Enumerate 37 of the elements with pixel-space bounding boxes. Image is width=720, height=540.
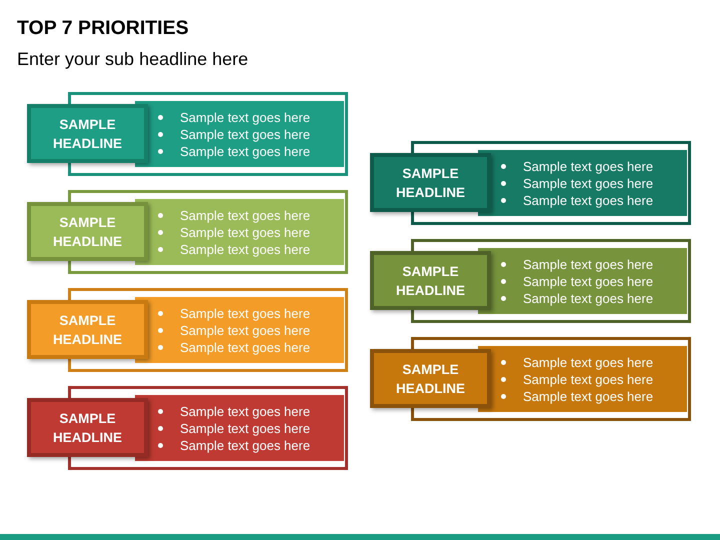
content-band — [478, 150, 687, 216]
bullet-text: Sample text goes here — [180, 206, 310, 224]
bullet-text: Sample text goes here — [180, 108, 310, 126]
headline-box: SAMPLE HEADLINE — [370, 349, 491, 408]
bullet-text: Sample text goes here — [180, 304, 310, 322]
bullet-text: Sample text goes here — [180, 142, 310, 160]
content-band — [135, 199, 344, 265]
bullet-text: Sample text goes here — [180, 126, 310, 142]
bullet-text: Sample text goes here — [180, 338, 310, 356]
bullet-text: Sample text goes here — [523, 192, 654, 208]
bullet-text: Sample text goes here — [523, 354, 654, 370]
content-band — [478, 346, 687, 412]
headline-box: SAMPLE HEADLINE — [27, 300, 148, 359]
headline-box: SAMPLE HEADLINE — [370, 153, 491, 212]
bullet-text: Sample text goes here — [523, 388, 654, 404]
bullet-text: Sample text goes here — [180, 436, 310, 454]
headline-box: SAMPLE HEADLINE — [27, 104, 148, 163]
content-band — [135, 395, 344, 461]
bullet-text: Sample text goes here — [523, 370, 654, 388]
content-band — [135, 101, 344, 167]
content-band — [478, 248, 687, 314]
headline-box: SAMPLE HEADLINE — [27, 398, 148, 457]
bullet-text: Sample text goes here — [180, 224, 310, 240]
headline-box: SAMPLE HEADLINE — [370, 251, 491, 310]
bullet-text: Sample text goes here — [180, 322, 310, 338]
subtitle: Enter your sub headline here — [17, 48, 248, 70]
headline-box: SAMPLE HEADLINE — [27, 202, 148, 261]
content-band — [135, 297, 344, 363]
bullet-text: Sample text goes here — [523, 290, 654, 306]
bullet-text: Sample text goes here — [523, 272, 654, 290]
bullet-text: Sample text goes here — [180, 420, 310, 436]
title: TOP 7 PRIORITIES — [17, 16, 189, 40]
bullet-text: Sample text goes here — [523, 256, 654, 272]
bullet-text: Sample text goes here — [180, 402, 310, 420]
bullet-text: Sample text goes here — [523, 174, 654, 192]
bullet-text: Sample text goes here — [180, 240, 310, 258]
bullet-text: Sample text goes here — [523, 158, 654, 174]
